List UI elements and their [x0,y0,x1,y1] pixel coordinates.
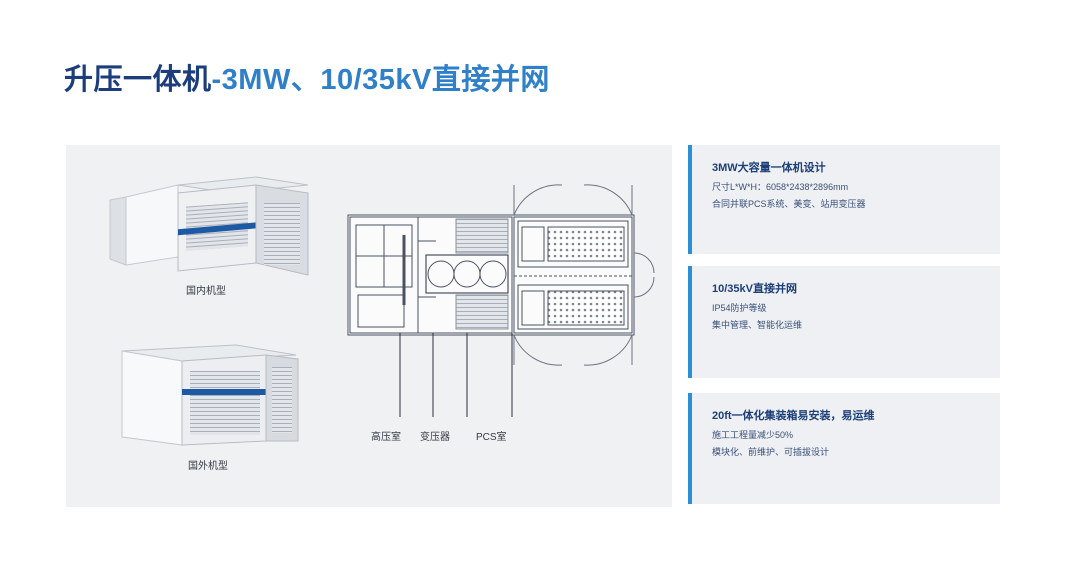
domestic-container [109,176,309,276]
label-overseas-model: 国外机型 [188,461,228,472]
card-heading: 20ft一体化集装箱易安装，易运维 [712,410,875,422]
label-transformer: 变压器 [420,432,450,443]
label-pcs-room: PCS室 [476,432,507,443]
label-hv-room: 高压室 [371,432,401,443]
overseas-container [121,344,299,446]
card-line: IP54防护等级 [712,303,767,313]
figure-panel: 国内机型 国外机型 高压室 变压器 PCS室 [66,145,672,507]
card-line: 集中管理、智能化运维 [712,320,803,330]
title-sub: -3MW、10/35kV直接并网 [211,64,550,96]
page-title: 升压一体机-3MW、10/35kV直接并网 [64,56,550,98]
card-line: 模块化、前维护、可插拔设计 [712,447,830,457]
title-main: 升压一体机 [64,64,212,96]
label-domestic-model: 国内机型 [186,286,226,297]
card-heading: 10/35kV直接并网 [712,283,797,295]
card-line: 尺寸L*W*H：6058*2438*2896mm [712,182,849,192]
container-illustration [109,176,655,446]
card-line: 合同并联PCS系统、美变、站用变压器 [712,199,866,209]
feature-card-grid: 10/35kV直接并网 IP54防护等级 集中管理、智能化运维 [688,266,1000,378]
feature-card-install: 20ft一体化集装箱易安装，易运维 施工工程量减少50% 模块化、前维护、可插拔… [688,393,1000,504]
card-heading: 3MW大容量一体机设计 [712,162,826,174]
card-line: 施工工程量减少50% [712,430,794,440]
feature-card-capacity: 3MW大容量一体机设计 尺寸L*W*H：6058*2438*2896mm 合同并… [688,145,1000,254]
floor-plan [347,184,655,417]
